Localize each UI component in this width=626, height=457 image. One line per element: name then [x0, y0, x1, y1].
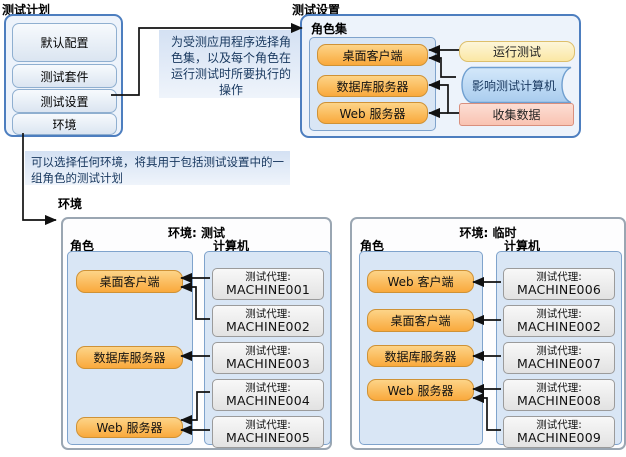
machine-card-label: 测试代理: — [536, 270, 582, 283]
note-role-set: 为受测应用程序选择角色集，以及每个角色在运行测试时所要执行的操作 — [159, 30, 303, 98]
environments-label: 环境 — [58, 197, 83, 211]
machine-card-label: 测试代理: — [536, 418, 582, 431]
machine-card-name: MACHINE002 — [225, 318, 311, 334]
machine-card: 测试代理: MACHINE008 — [503, 379, 615, 411]
node-environments: 环境 — [12, 113, 117, 135]
environment-test-box: 环境: 测试 角色 计算机 桌面客户端 数据库服务器 Web 服务器 测试代理:… — [61, 217, 332, 450]
machine-card-label: 测试代理: — [245, 344, 291, 357]
machine-card-label: 测试代理: — [536, 381, 582, 394]
machine-card: 测试代理: MACHINE002 — [212, 305, 324, 337]
role-web-server: Web 服务器 — [76, 417, 183, 438]
environment-staging-box: 环境: 临时 角色 计算机 Web 客户端 桌面客户端 数据库服务器 Web 服… — [350, 217, 626, 450]
machine-card: 测试代理: MACHINE009 — [503, 416, 615, 448]
machine-card: 测试代理: MACHINE002 — [503, 305, 615, 337]
machine-card-label: 测试代理: — [245, 270, 291, 283]
role-desktop-client: 桌面客户端 — [367, 309, 474, 332]
role-web-server: Web 服务器 — [317, 102, 428, 124]
environment-staging-title: 环境: 临时 — [459, 226, 517, 240]
machine-card: 测试代理: MACHINE001 — [212, 268, 324, 300]
action-affect-machines: 影响测试计算机 — [471, 78, 556, 93]
role-database-server: 数据库服务器 — [317, 75, 428, 97]
machine-card: 测试代理: MACHINE006 — [503, 268, 615, 300]
role-web-server: Web 服务器 — [367, 379, 474, 401]
roles-label: 角色 — [70, 239, 95, 253]
machine-card-name: MACHINE009 — [516, 429, 602, 445]
environment-test-title: 环境: 测试 — [168, 226, 225, 240]
machine-card-label: 测试代理: — [245, 381, 291, 394]
machine-card-label: 测试代理: — [245, 307, 291, 320]
machine-card-label: 测试代理: — [245, 418, 291, 431]
machine-card: 测试代理: MACHINE003 — [212, 342, 324, 374]
machine-card: 测试代理: MACHINE005 — [212, 416, 324, 448]
role-set-label: 角色集 — [311, 22, 348, 36]
note-environment: 可以选择任何环境，将其用于包括测试设置中的一组角色的测试计划 — [25, 151, 290, 185]
machine-card-name: MACHINE005 — [225, 429, 311, 445]
machine-card-name: MACHINE002 — [516, 318, 602, 334]
action-run-tests: 运行测试 — [459, 41, 575, 62]
machine-card-label: 测试代理: — [536, 344, 582, 357]
node-default-configuration: 默认配置 — [12, 23, 117, 62]
action-affect-machines-shape — [461, 66, 572, 104]
machine-card: 测试代理: MACHINE007 — [503, 342, 615, 374]
machine-card-name: MACHINE007 — [516, 355, 602, 371]
machine-card-name: MACHINE004 — [225, 392, 311, 408]
role-web-client: Web 客户端 — [367, 270, 474, 293]
computers-label: 计算机 — [504, 239, 541, 253]
role-database-server: 数据库服务器 — [367, 345, 474, 367]
test-plan-box: 默认配置 测试套件 测试设置 环境 — [4, 14, 123, 137]
node-test-suites: 测试套件 — [12, 64, 117, 88]
computers-label: 计算机 — [213, 239, 250, 253]
machine-card-name: MACHINE001 — [225, 281, 311, 297]
machine-card-name: MACHINE008 — [516, 392, 602, 408]
roles-label: 角色 — [360, 239, 385, 253]
machine-card: 测试代理: MACHINE004 — [212, 379, 324, 411]
action-collect-data: 收集数据 — [459, 103, 574, 126]
role-desktop-client: 桌面客户端 — [76, 270, 183, 293]
node-test-settings: 测试设置 — [12, 89, 117, 113]
machine-card-name: MACHINE006 — [516, 281, 602, 297]
test-settings-title: 测试设置 — [292, 3, 341, 17]
test-plan-title: 测试计划 — [2, 3, 51, 17]
role-database-server: 数据库服务器 — [76, 346, 183, 369]
machine-card-name: MACHINE003 — [225, 355, 311, 371]
machine-card-label: 测试代理: — [536, 307, 582, 320]
role-desktop-client: 桌面客户端 — [317, 44, 428, 66]
